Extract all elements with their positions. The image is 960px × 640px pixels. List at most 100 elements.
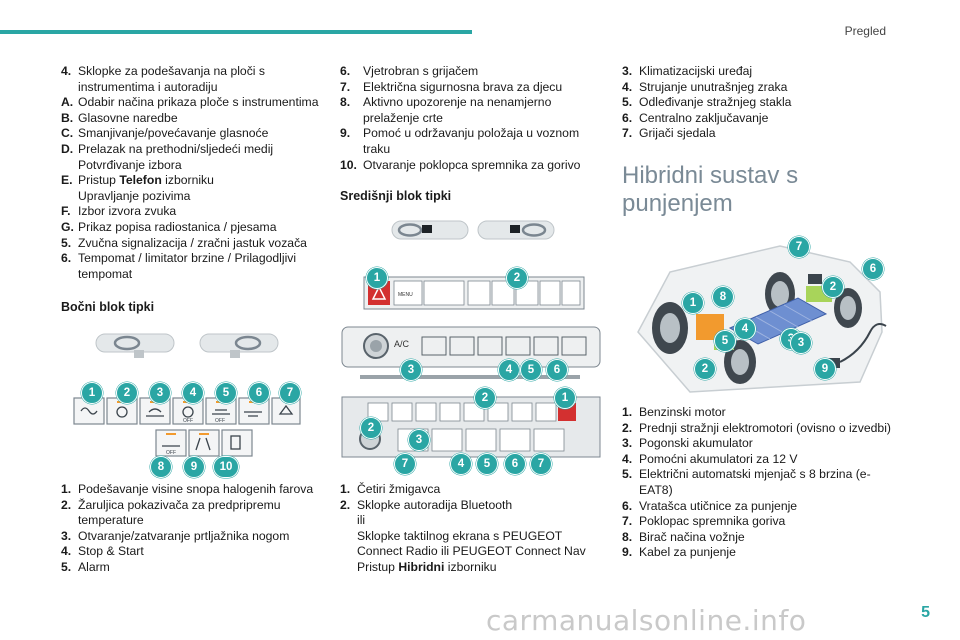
list-item: 8. Aktivno upozorenje na nenamjerno prela… [340,95,602,126]
list-item: 9.Kabel za punjenje [622,545,892,561]
item-key: 7. [340,79,351,94]
callout-badge: 2 [694,358,716,380]
list-item: 5.Alarm [61,560,323,576]
callout-badge: 1 [682,292,704,314]
callout-badge: 9 [183,456,205,478]
list-item: 5.Odleđivanje stražnjeg stakla [622,95,892,111]
item-sub-pre: Pristup [357,559,399,574]
item-key: 2. [622,420,633,435]
item-text-bold: Telefon [119,173,162,188]
callout-badge: 3 [408,429,430,451]
item-key: 10. [340,157,357,172]
callout-badge: 3 [400,359,422,381]
item-text: Električna sigurnosna brava za djecu [363,79,563,94]
item-key: 3. [622,64,633,78]
svg-text:OFF: OFF [166,450,176,456]
callout-badge: 4 [450,453,472,475]
item-key: 9. [340,126,351,141]
item-text: Smanjivanje/povećavanje glasnoće [78,126,269,141]
item-key: 2. [61,497,72,512]
list-item: C. Smanjivanje/povećavanje glasnoće [61,126,323,142]
item-key: 6. [61,251,72,266]
list-item: 1.Podešavanje visine snopa halogenih far… [61,482,323,498]
section-heading: Bočni blok tipki [61,300,155,315]
header-accent-bar [0,30,472,34]
item-text-post: izborniku [161,173,214,188]
item-text: Strujanje unutrašnjeg zraka [639,79,788,94]
item-text: Vratašca utičnice za punjenje [639,498,798,513]
item-key: 5. [622,95,633,110]
item-text: Zvučna signalizacija / zračni jastuk voz… [78,235,307,250]
callout-badge: 7 [394,453,416,475]
item-key: C. [61,126,74,141]
center-switch-block-figure: MENU A/C [340,215,602,475]
list-item: 3. Otvaranje/zatvaranje prtljažnika nogom [61,529,323,545]
item-text: Benzinski motor [639,405,726,419]
list-item: 4.Sklopke za podešavanja na ploči s inst… [61,64,323,95]
item-text: Centralno zaključavanje [639,110,769,125]
callout-badge: 7 [279,382,301,404]
item-text: Aktivno upozorenje na nenamjerno prelaže… [363,95,552,125]
callout-badge: 2 [822,276,844,298]
callout-badge: 6 [862,258,884,280]
list-item: 7. Električna sigurnosna brava za djecu [340,80,602,96]
callout-badge: 5 [476,453,498,475]
callout-badge: 1 [554,387,576,409]
item-key: F. [61,204,71,219]
callout-badge: 5 [215,382,237,404]
section-title: Hibridni sustav s punjenjem [622,161,799,217]
callout-badge: 1 [81,382,103,404]
item-text: Električni automatski mjenjač s 8 brzina… [639,467,871,497]
column-2: 6. Vjetrobran s grijačem 7. Električna sigu… [340,64,602,215]
item-key: B. [61,110,74,125]
center-switch-illustration: MENU A/C [341,220,601,458]
item-key: 8. [340,95,351,110]
list-top: 6. Vjetrobran s grijačem 7. Električna sigu… [340,64,602,173]
item-key: 5. [61,235,72,250]
item-key: 6. [622,498,633,513]
item-text: Vjetrobran s grijačem [363,64,479,78]
item-key: 3. [61,528,72,543]
page-number: 5 [921,604,930,621]
item-text: Stop & Start [78,544,144,559]
item-text: Glasovne naredbe [78,110,178,125]
item-text: Pogonski akumulator [639,436,753,451]
callout-badge: 8 [712,286,734,308]
list-item: 6. Vjetrobran s grijačem [340,64,602,80]
list-item: 6.Centralno zaključavanje [622,111,892,127]
item-text: Otvaranje/zatvaranje prtljažnika nogom [78,528,290,543]
watermark: carmanualsonline.info [486,604,807,637]
callout-badge: 2 [506,267,528,289]
item-key: 4. [622,451,633,466]
item-key: 5. [622,467,633,482]
off-label: OFF [183,418,193,424]
item-key: E. [61,173,73,188]
list-item: 3.Pogonski akumulator [622,436,892,452]
list-item: 6.Tempomat / limitator brzine / Prilagod… [61,251,323,282]
callout-badge: 6 [248,382,270,404]
callout-badge: 4 [498,359,520,381]
item-text: Birač načina vožnje [639,529,745,544]
item-key: 1. [622,405,633,419]
callout-badge: 9 [814,358,836,380]
item-text: Četiri žmigavca [357,482,441,496]
item-key: 6. [340,64,351,78]
item-text: Prikaz popisa radiostanica / pjesama [78,219,277,234]
item-sub-post: izborniku [444,559,497,574]
callout-badge: 1 [366,267,388,289]
item-subtext: Upravljanje pozivima [78,188,191,203]
callout-badge: 3 [790,332,812,354]
item-key: 1. [61,482,72,496]
callout-badge: 2 [474,387,496,409]
list-item: 1. Benzinski motor [622,405,892,421]
item-key: A. [61,95,74,110]
